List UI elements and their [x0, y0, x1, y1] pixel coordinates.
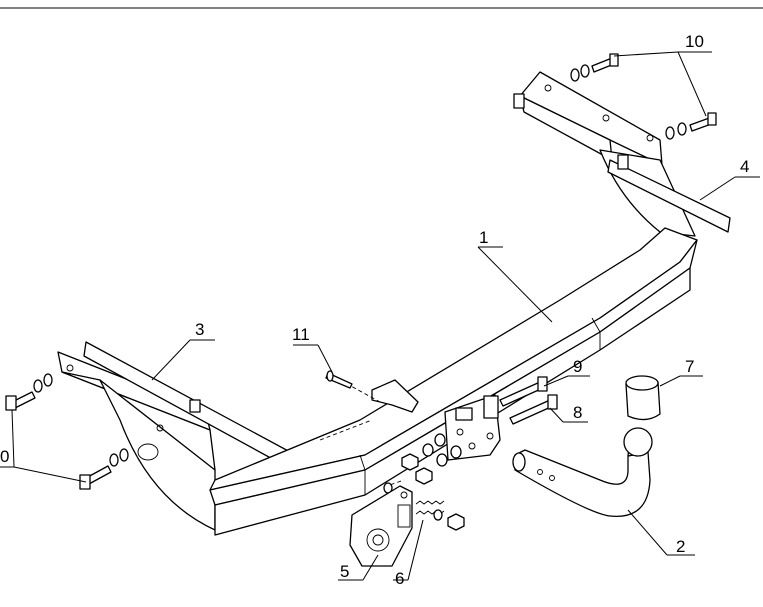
callout-8: 8: [573, 403, 582, 422]
callout-9: 9: [573, 357, 582, 376]
small-bolt-11: [325, 370, 353, 389]
long-bolt-8: [509, 394, 558, 425]
ball-cap: [625, 375, 661, 421]
callout-3: 3: [195, 320, 204, 339]
bolt-set-left-upper: [5, 373, 53, 411]
assembly-line-center: [319, 419, 373, 441]
bolt-set-right-bracket: [665, 112, 717, 140]
callout-10-left: 0: [0, 447, 9, 466]
main-cross-beam: [209, 227, 698, 536]
bolt-set-left-lower: [79, 448, 129, 490]
callout-5: 5: [340, 562, 349, 581]
tow-ball-neck: [512, 427, 653, 517]
callout-11: 11: [292, 325, 310, 344]
callout-10-top: 10: [685, 32, 704, 51]
right-side-bracket: [513, 71, 731, 237]
bolt-set-top-right: [570, 53, 619, 82]
callout-1: 1: [479, 228, 488, 247]
leader-lines: [0, 51, 760, 581]
callout-7: 7: [685, 357, 694, 376]
long-bolt-9: [499, 376, 548, 407]
callout-4: 4: [740, 157, 749, 176]
nut-set-center: [383, 433, 462, 494]
left-side-bracket: [57, 341, 306, 531]
spring-bolt: [415, 500, 465, 531]
callout-6: 6: [395, 569, 404, 588]
socket-plate: [349, 485, 413, 567]
callout-2: 2: [676, 537, 685, 556]
